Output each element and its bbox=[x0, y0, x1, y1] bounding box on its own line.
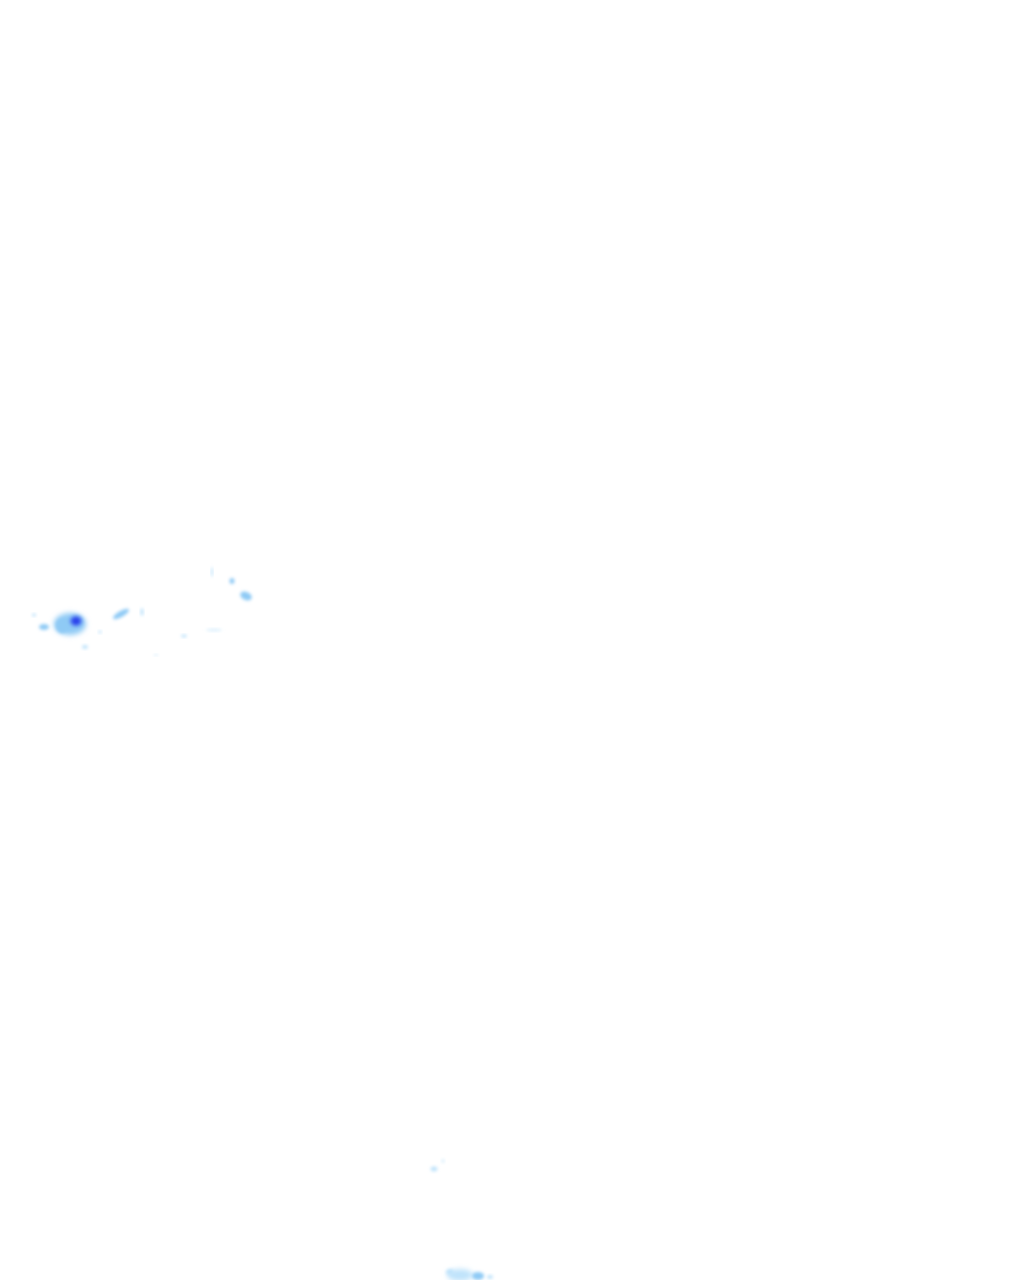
echo-streak bbox=[211, 567, 213, 577]
echo-blob bbox=[39, 624, 49, 630]
echo-blob bbox=[472, 1272, 484, 1280]
echo-streak bbox=[181, 634, 187, 638]
echo-cluster-central-west bbox=[113, 567, 252, 656]
echo-blob bbox=[446, 1269, 454, 1275]
echo-streak bbox=[206, 628, 222, 632]
echo-streak bbox=[240, 591, 252, 601]
echo-cluster-south-central bbox=[430, 1159, 445, 1172]
echo-blob bbox=[487, 1275, 493, 1279]
echo-streak bbox=[154, 654, 158, 656]
echo-streak bbox=[229, 578, 235, 584]
echo-cluster-south-edge bbox=[446, 1269, 493, 1280]
echo-blob bbox=[32, 613, 36, 617]
echo-streak bbox=[140, 608, 144, 616]
echo-cluster-west bbox=[32, 613, 102, 649]
echo-blob bbox=[56, 619, 68, 633]
echo-core bbox=[68, 614, 84, 628]
echo-blob bbox=[441, 1159, 445, 1163]
echo-blob bbox=[430, 1166, 438, 1172]
echo-streak bbox=[113, 608, 129, 620]
echo-blob bbox=[82, 645, 88, 649]
echo-blob bbox=[98, 630, 102, 634]
